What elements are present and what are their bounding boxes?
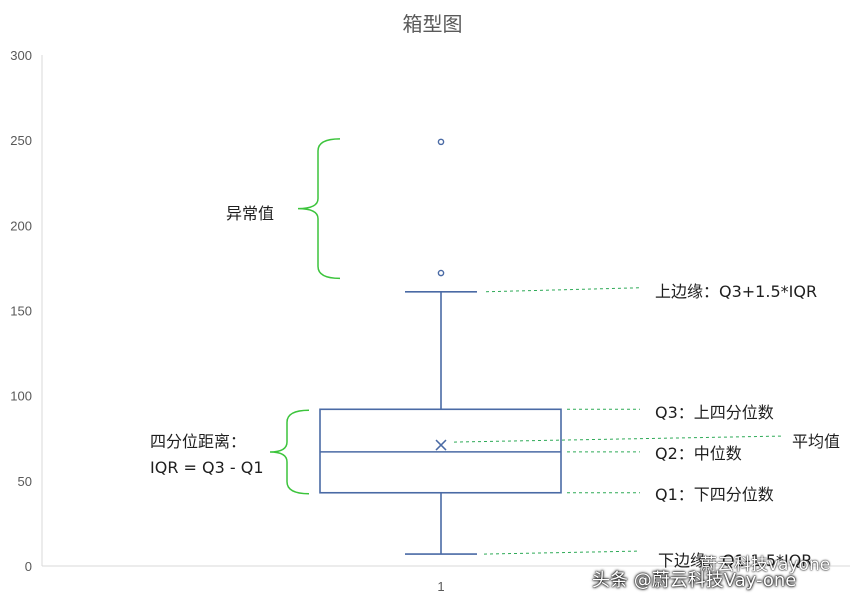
watermark-overlay: 蔚云科技vayone: [700, 555, 831, 575]
iqr-annotation-line1: 四分位距离：: [150, 432, 247, 451]
y-tick-label: 200: [10, 218, 32, 233]
y-tick-label: 300: [10, 48, 32, 63]
mean-leader: [453, 435, 783, 443]
iqr-annotation-line2: IQR = Q3 - Q1: [150, 458, 264, 477]
iqr-box: [319, 408, 562, 494]
x-tick-label: 1: [437, 579, 444, 594]
chart-title: 箱型图: [402, 12, 463, 36]
q1-annotation: Q1：下四分位数: [655, 485, 774, 504]
outliers-annotation: 异常值: [226, 204, 275, 223]
y-tick-label: 100: [10, 389, 32, 404]
lower-edge-annotation: 下边缘：Q1-1.5*IQR: [658, 551, 813, 570]
y-tick-label: 250: [10, 133, 32, 148]
watermark: 头条 @蔚云科技Vay-one: [592, 570, 797, 591]
outlier-point: [437, 269, 445, 277]
outlier-point: [437, 138, 445, 146]
y-tick-label: 0: [25, 559, 32, 574]
outliers-brace: [297, 138, 341, 280]
upper-edge-annotation: 上边缘：Q3+1.5*IQR: [655, 282, 818, 301]
mean-marker: [435, 439, 447, 451]
iqr-brace: [269, 409, 310, 495]
mean-annotation: 平均值: [792, 432, 841, 451]
y-tick-label: 150: [10, 304, 32, 319]
lower-edge-leader: [483, 550, 641, 555]
median-annotation: Q2：中位数: [655, 444, 742, 463]
q3-annotation: Q3：上四分位数: [655, 403, 774, 422]
y-tick-label: 50: [18, 474, 32, 489]
upper-edge-leader: [485, 287, 641, 293]
